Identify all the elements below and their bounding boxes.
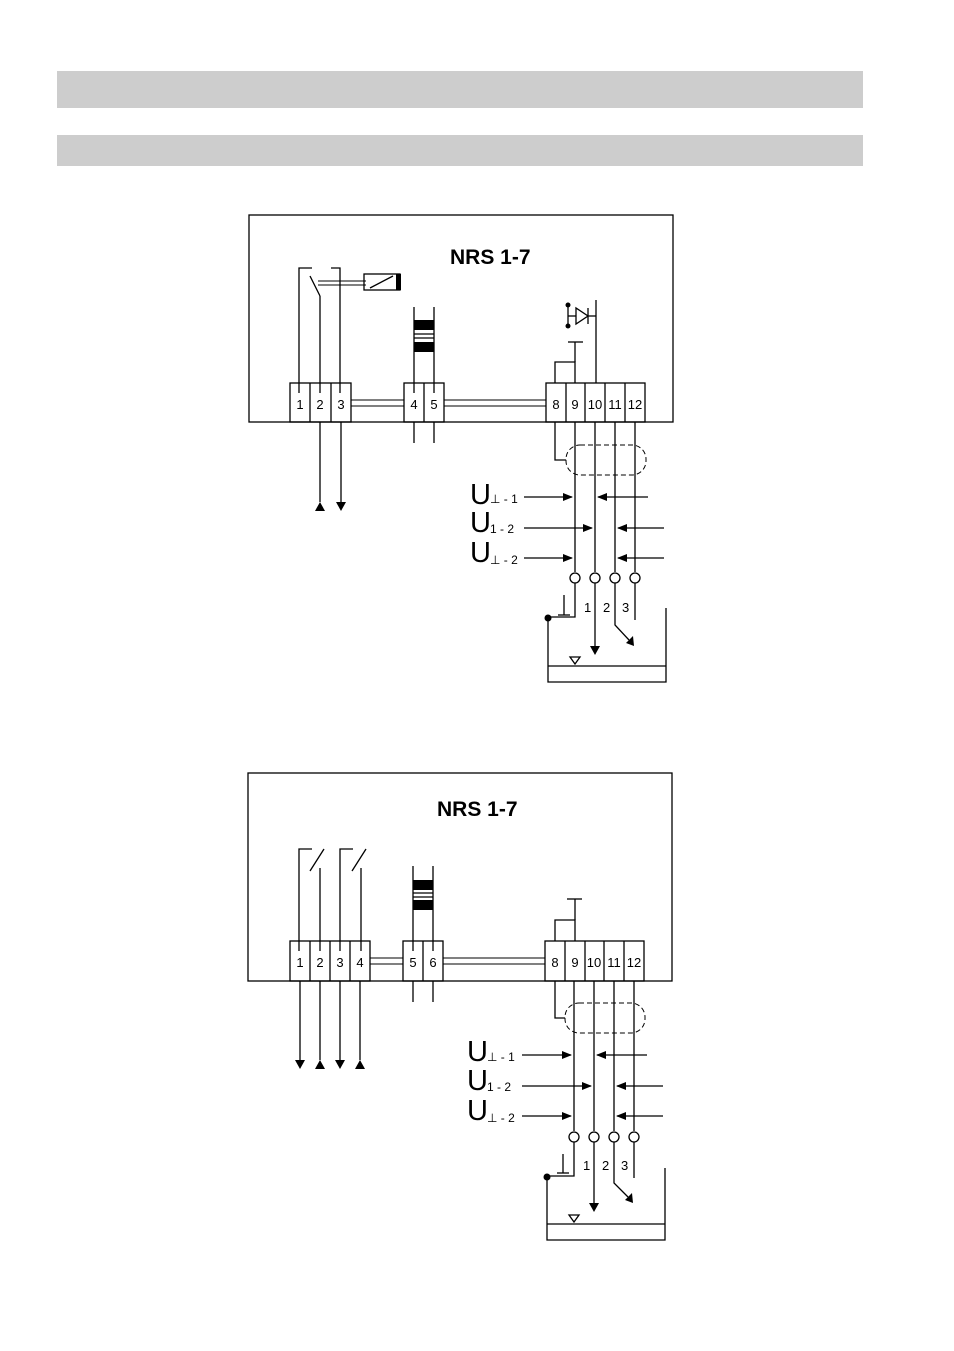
ground-link — [554, 898, 582, 941]
subheader-band — [57, 135, 863, 166]
transformer-icon — [413, 307, 435, 393]
relay-output-lines — [295, 981, 365, 1069]
terminal-label: 2 — [316, 955, 323, 970]
terminal-label: 12 — [628, 397, 642, 412]
voltage-symbol: U — [470, 479, 491, 511]
voltage-symbol: U — [470, 537, 491, 569]
terminal-label: 11 — [607, 955, 621, 970]
terminal-strip: 1 2 3 4 5 6 8 9 10 11 12 — [289, 940, 645, 982]
device-housing — [247, 772, 673, 982]
electrode-label: 3 — [622, 600, 629, 615]
electrode-label: 2 — [602, 1158, 609, 1173]
diode-icon — [565, 300, 597, 383]
relay-coil-icon — [363, 273, 401, 291]
voltage-labels: U ⊥ - 1 U 1 - 2 U ⊥ - 2 — [467, 1036, 515, 1127]
terminal-label: 10 — [587, 955, 601, 970]
voltage-arrows — [522, 1051, 663, 1120]
voltage-subscript: ⊥ - 1 — [490, 492, 518, 506]
terminal-strip: 1 2 3 4 5 8 9 10 11 12 — [289, 382, 646, 423]
relay-contact-icon — [298, 267, 366, 393]
electrode-label: 2 — [603, 600, 610, 615]
voltage-subscript: ⊥ - 2 — [490, 553, 518, 567]
voltage-symbol: U — [467, 1036, 488, 1068]
terminal-label: 5 — [430, 397, 437, 412]
terminal-label: 3 — [337, 397, 344, 412]
voltage-subscript: ⊥ - 1 — [487, 1050, 515, 1064]
relay-contacts-icon — [298, 848, 367, 951]
electrode-label: 1 — [583, 1158, 590, 1173]
voltage-subscript: ⊥ - 2 — [487, 1111, 515, 1125]
terminal-label: 8 — [552, 397, 559, 412]
terminal-label: 6 — [429, 955, 436, 970]
electrode-label: 3 — [621, 1158, 628, 1173]
terminal-label: 11 — [608, 397, 622, 412]
supply-leads — [412, 981, 434, 1002]
voltage-symbol: U — [467, 1095, 488, 1127]
terminal-label: 9 — [571, 397, 578, 412]
electrodes: 1 2 3 — [544, 583, 636, 655]
electrode-label: 1 — [584, 600, 591, 615]
device-title: NRS 1-7 — [437, 798, 518, 821]
terminal-label: 10 — [588, 397, 602, 412]
voltage-symbol: U — [470, 507, 491, 539]
voltage-subscript: 1 - 2 — [487, 1080, 511, 1094]
diagram-top: NRS 1-7 — [248, 214, 674, 683]
transformer-icon — [412, 866, 434, 951]
terminal-label: 1 — [296, 397, 303, 412]
electrode-cable — [554, 422, 647, 584]
terminal-label: 1 — [296, 955, 303, 970]
ground-link — [554, 341, 583, 383]
electrode-cable — [554, 981, 646, 1143]
terminal-label: 5 — [409, 955, 416, 970]
voltage-symbol: U — [467, 1065, 488, 1097]
device-title: NRS 1-7 — [450, 246, 531, 269]
header-band — [57, 71, 863, 108]
vessel — [546, 1168, 666, 1241]
terminal-label: 9 — [571, 955, 578, 970]
terminal-label: 4 — [356, 955, 363, 970]
voltage-subscript: 1 - 2 — [490, 522, 514, 536]
terminal-label: 12 — [627, 955, 641, 970]
voltage-arrows — [524, 493, 664, 562]
device-housing — [248, 214, 674, 423]
terminal-label: 8 — [551, 955, 558, 970]
relay-output-lines — [315, 422, 346, 511]
vessel — [547, 608, 667, 683]
terminal-label: 4 — [410, 397, 417, 412]
electrodes: 1 2 3 — [543, 1142, 635, 1212]
voltage-labels: U ⊥ - 1 U 1 - 2 U ⊥ - 2 — [470, 479, 518, 569]
supply-leads — [413, 422, 435, 443]
terminal-label: 2 — [316, 397, 323, 412]
terminal-label: 3 — [336, 955, 343, 970]
diagram-bottom: NRS 1-7 — [247, 772, 673, 1241]
